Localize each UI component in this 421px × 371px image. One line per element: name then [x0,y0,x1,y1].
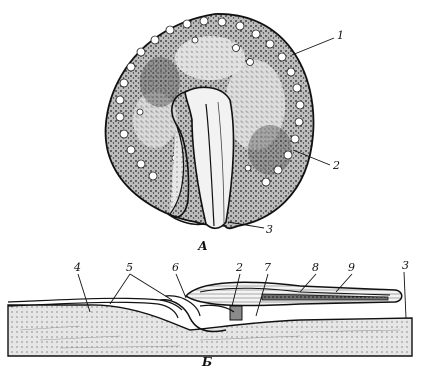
panel-b-section [8,282,412,356]
label-b-7: 7 [264,262,271,273]
label-a-3: 3 [266,224,273,235]
label-b-3: 3 [402,260,409,271]
caption-panel-b: Б [202,356,212,368]
label-b-9: 9 [348,262,355,273]
label-a-2: 2 [333,160,340,171]
label-a-1: 1 [337,30,344,41]
label-b-8: 8 [312,262,319,273]
label-b-5: 5 [126,262,133,273]
label-b-2: 2 [236,262,243,273]
caption-panel-a: А [198,240,208,252]
label-b-4: 4 [74,262,81,273]
label-b-6: 6 [172,262,179,273]
